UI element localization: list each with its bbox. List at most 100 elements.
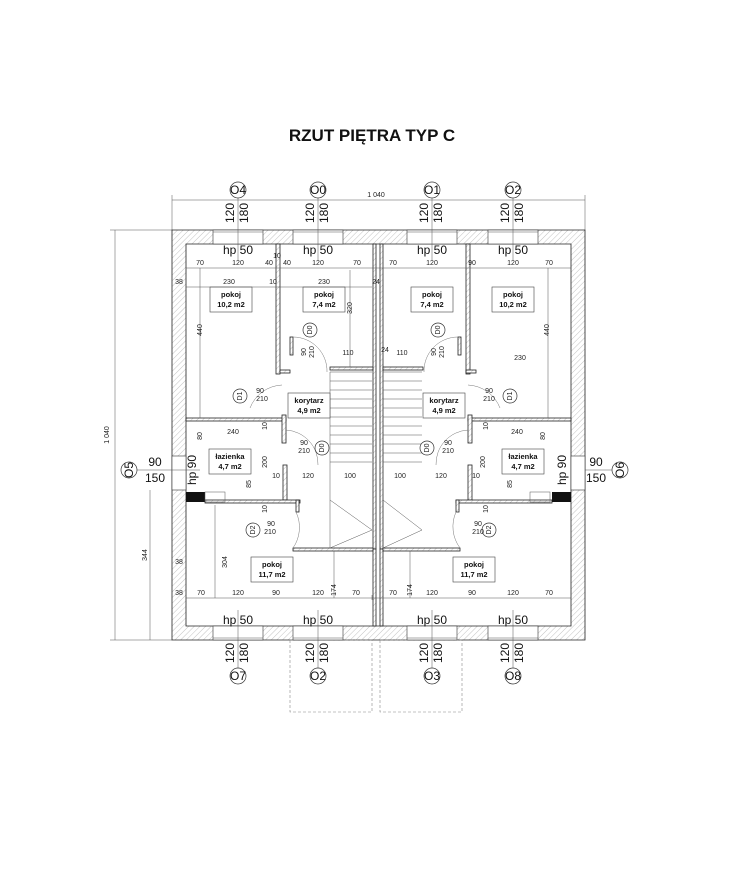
window-width: 120	[303, 203, 317, 223]
dimension-label: 38	[175, 590, 183, 597]
window-sill-height: hp 50	[498, 613, 528, 627]
door-marker-circle	[430, 322, 446, 338]
room-area: 7,4 m2	[312, 300, 335, 309]
dimension-label: 174	[407, 584, 414, 596]
room-label-box	[302, 286, 346, 313]
room-area: 10,2 m2	[217, 300, 245, 309]
room-area: 4,9 m2	[432, 406, 455, 415]
overall-dimensions: 1 040 1 040 344	[104, 192, 586, 641]
window-height: 180	[512, 203, 526, 223]
room-area: 7,4 m2	[420, 300, 443, 309]
window-height: 150	[145, 471, 165, 485]
window-marker-circle	[309, 667, 327, 685]
window-width: 90	[589, 455, 603, 469]
room-label-box	[422, 392, 466, 419]
window-sill-height: hp 90	[555, 455, 569, 485]
door-height: 210	[442, 448, 454, 455]
window-id: O1	[424, 183, 440, 197]
room-area: 10,2 m2	[499, 300, 527, 309]
dimension-label: 38	[175, 559, 183, 566]
dimension-label: 10	[273, 253, 281, 260]
dimension-label: 120	[232, 260, 244, 267]
door-id: D2	[486, 525, 493, 534]
dimension-label: 10	[272, 473, 280, 480]
staircase	[329, 371, 423, 549]
dimension-label: 440	[197, 324, 204, 336]
window-id: O2	[310, 669, 326, 683]
dimension-label: 40	[265, 260, 273, 267]
door-swing-arc	[423, 336, 459, 373]
dimension-label: 120	[435, 473, 447, 480]
dimension-label: 70	[545, 590, 553, 597]
door-marker-circle	[302, 322, 318, 338]
dimension-label: 70	[389, 260, 397, 267]
overall-depth-label: 1 040	[104, 426, 111, 444]
room-label-box	[501, 448, 545, 475]
door-marker-circle	[502, 388, 518, 404]
window-marker-circle	[504, 181, 522, 199]
room-name: pokoj	[314, 290, 334, 299]
dimension-label: 200	[480, 456, 487, 468]
door-width: 90	[267, 521, 275, 528]
door-width: 90	[444, 440, 452, 447]
dimension-label: 320	[347, 302, 354, 314]
window-sill-height: hp 50	[223, 243, 253, 257]
dimension-label: 304	[222, 556, 229, 568]
window-sill-height: hp 90	[185, 455, 199, 485]
door-swing-arc	[285, 429, 319, 466]
door-swing-arc	[292, 511, 300, 549]
dimension-label: 230	[514, 355, 526, 362]
dimension-label: 120	[312, 590, 324, 597]
window-sill-height: hp 50	[303, 613, 333, 627]
room-area: 11,7 m2	[258, 570, 285, 579]
window-width: 120	[417, 203, 431, 223]
dimension-label: 230	[318, 279, 330, 286]
door-id: D0	[424, 443, 431, 452]
room-area: 4,7 m2	[511, 462, 534, 471]
dimension-label: 90	[468, 590, 476, 597]
dimension-label: 70	[352, 590, 360, 597]
window-sill-height: hp 50	[417, 243, 447, 257]
door-width: 90	[474, 521, 482, 528]
door-width: 90	[301, 348, 308, 356]
door-swing-arc	[435, 429, 469, 466]
room-label-box	[287, 392, 331, 419]
window-height: 180	[512, 643, 526, 663]
door-height: 210	[256, 396, 268, 403]
overall-width-label: 1 040	[367, 192, 385, 199]
room-label-box	[250, 556, 294, 583]
dimension-label: 120	[426, 260, 438, 267]
dimension-label: 120	[507, 260, 519, 267]
window-marker-circle	[611, 461, 629, 479]
dimension-label: 70	[196, 260, 204, 267]
room-area: 4,7 m2	[218, 462, 241, 471]
dimension-label: 110	[396, 350, 407, 357]
window-height: 150	[586, 471, 606, 485]
dimension-label: 85	[246, 480, 253, 488]
dimension-label: 120	[312, 260, 324, 267]
room-name: łazienka	[508, 452, 538, 461]
room-name: łazienka	[215, 452, 245, 461]
window-marker-circle	[229, 667, 247, 685]
dimension-label: 24	[372, 279, 380, 286]
door-width: 90	[485, 388, 493, 395]
dimension-label: 120	[426, 590, 438, 597]
dimension-label: 240	[511, 429, 523, 436]
window-opening	[570, 455, 586, 491]
window-height: 180	[317, 643, 331, 663]
dimension-label: 80	[540, 432, 547, 440]
room-label-box	[209, 286, 253, 313]
dimension-label: 85	[507, 480, 514, 488]
dimension-label: 110	[342, 350, 353, 357]
lower-depth-label: 344	[142, 549, 149, 561]
door-id: D0	[319, 443, 326, 452]
dimension-label: 70	[389, 590, 397, 597]
window-sill-height: hp 50	[498, 243, 528, 257]
